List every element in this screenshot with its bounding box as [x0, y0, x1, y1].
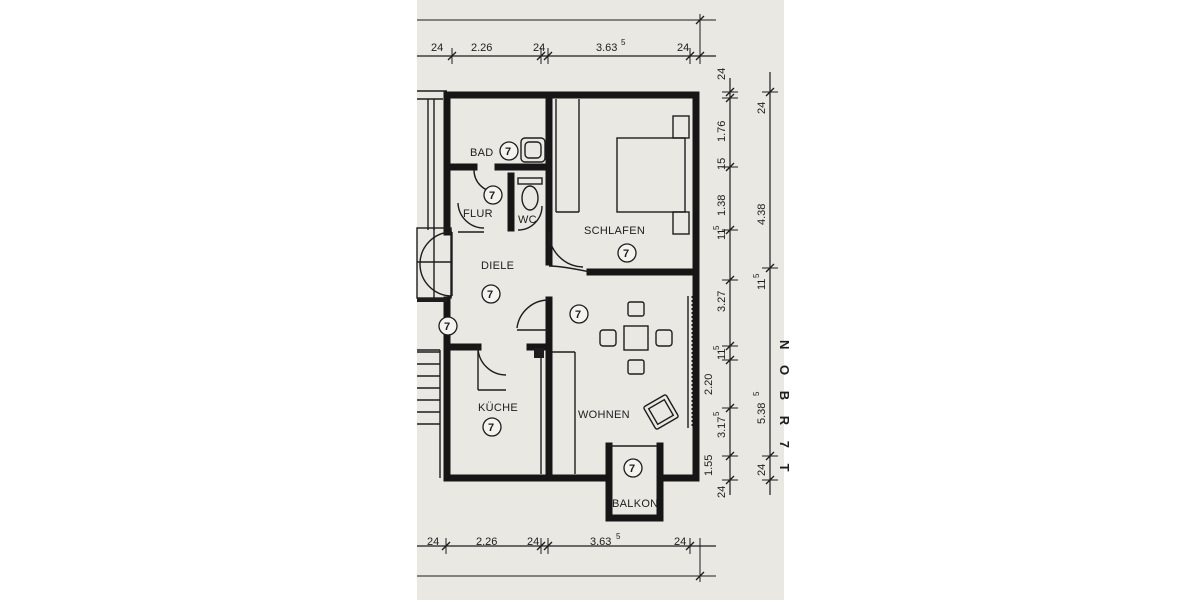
outer-wall-top-right	[443, 91, 700, 482]
right-inner-dim-8: 5	[712, 345, 721, 350]
right-outer-dim-6: 24	[756, 464, 768, 476]
right-outer-dim-2: 11	[756, 279, 768, 290]
bottom-dim-3: 3.63	[590, 536, 611, 548]
room-label-diele: DIELE	[481, 260, 514, 272]
side-text: N O B R 7 T	[777, 340, 792, 478]
fixtures	[517, 115, 690, 430]
room-label-bad: BAD	[470, 147, 494, 159]
badge-flur-num: 7	[489, 190, 495, 202]
right-outer-dim-1: 4.38	[756, 204, 768, 225]
badge-entry-num: 7	[444, 321, 450, 333]
room-label-wohnen: WOHNEN	[578, 409, 630, 421]
top-dim-2: 24	[533, 42, 545, 54]
walls	[416, 90, 700, 522]
outer-wall-left-lower	[443, 296, 553, 482]
top-dim-5: 24	[677, 42, 689, 54]
stair-left	[417, 349, 441, 478]
right-outer-dim-0: 24	[756, 102, 768, 114]
bed	[616, 137, 686, 213]
balcony-wall	[605, 442, 664, 522]
bottom-dim-0: 24	[427, 536, 439, 548]
right-inner-dim-4: 11	[716, 229, 728, 240]
badge-schlafen: 7	[617, 243, 637, 263]
right-inner-dim-7: 11	[716, 349, 728, 360]
badge-kueche: 7	[482, 417, 502, 437]
top-dimension-chain: 24 2.26 24 3.63 5 24	[417, 14, 716, 64]
badge-entry: 7	[438, 316, 458, 336]
right-inner-dim-10: 3.17	[716, 417, 728, 438]
badge-bad: 7	[499, 141, 519, 161]
room-badges: 7 7 7 7 7 7 7 7	[438, 141, 643, 478]
toilet-tank	[517, 177, 543, 185]
room-label-flur: FLUR	[463, 208, 493, 220]
right-inner-dim-1: 1.76	[716, 121, 728, 142]
right-inner-dim-5: 5	[712, 225, 721, 230]
badge-kueche-num: 7	[488, 422, 494, 434]
bottom-dim-1: 2.26	[476, 536, 497, 548]
badge-diele: 7	[481, 284, 501, 304]
right-inner-dim-11: 5	[712, 411, 721, 416]
right-inner-dim-2: 15	[716, 158, 728, 170]
right-inner-dim-9: 2.20	[703, 374, 715, 395]
doors	[419, 169, 591, 391]
right-outer-dim-5: 5	[752, 391, 761, 396]
dining-table	[599, 301, 673, 375]
room-label-wc: WC	[518, 214, 537, 226]
right-inner-dim-0: 24	[716, 68, 728, 80]
bottom-dim-4: 5	[616, 532, 621, 541]
right-dimension-chains: 24 1.76 15 1.38 11 5 3.27 11 5 2.20 3.17…	[703, 68, 792, 498]
badge-diele-num: 7	[487, 289, 493, 301]
badge-wohnen: 7	[569, 304, 589, 324]
room-label-balkon: BALKON	[612, 498, 658, 510]
right-inner-dim-13: 24	[716, 486, 728, 498]
top-dim-0: 24	[431, 42, 443, 54]
right-outer-dim-3: 5	[752, 273, 761, 278]
badge-balkon-num: 7	[629, 463, 635, 475]
badge-schlafen-num: 7	[623, 248, 629, 260]
bathroom-sink	[520, 137, 546, 163]
right-inner-dim-3: 1.38	[716, 195, 728, 216]
toilet-bowl	[521, 185, 539, 211]
room-label-schlafen: SCHLAFEN	[584, 225, 645, 237]
armchair	[643, 394, 679, 430]
top-dim-1: 2.26	[471, 42, 492, 54]
top-dim-4: 5	[621, 38, 626, 47]
bottom-dimension-chain: 24 2.26 24 3.63 5 24	[417, 532, 716, 582]
right-outer-dim-4: 5.38	[756, 403, 768, 424]
badge-bad-num: 7	[505, 146, 511, 158]
badge-flur: 7	[483, 185, 503, 205]
right-inner-dim-6: 3.27	[716, 291, 728, 312]
badge-wohnen-num: 7	[575, 309, 581, 321]
top-dim-3: 3.63	[596, 42, 617, 54]
plan-paper	[417, 0, 784, 600]
room-labels: BAD FLUR WC SCHLAFEN DIELE KÜCHE WOHNEN …	[463, 147, 658, 510]
badge-balkon: 7	[623, 458, 643, 478]
room-label-kueche: KÜCHE	[478, 402, 518, 414]
right-inner-dim-12: 1.55	[703, 455, 715, 476]
bottom-dim-2: 24	[527, 536, 539, 548]
bottom-dim-5: 24	[674, 536, 686, 548]
